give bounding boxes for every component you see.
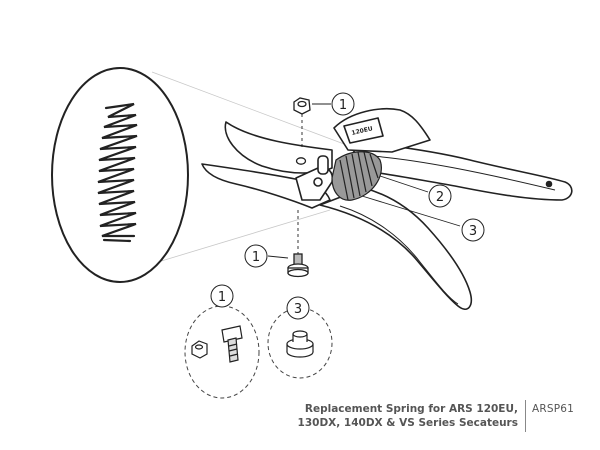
spring-coil-large [97, 102, 138, 243]
caption-line-2: 130DX, 140DX & VS Series Secateurs [297, 417, 518, 429]
bottom-bolt [287, 210, 309, 278]
callout-leaders [267, 103, 461, 259]
caption-line-1: Replacement Spring for ARS 120EU, [304, 403, 518, 415]
detail-screws: 1 [184, 284, 260, 399]
spring-magnified-view [51, 67, 189, 283]
secateurs-illustration [201, 108, 573, 310]
callout-nut-top: 1 [331, 92, 355, 116]
product-code: ARSP61 [532, 403, 575, 415]
upper-handle [343, 139, 573, 201]
magnifier-leader-lines [151, 71, 361, 263]
top-nut [293, 97, 311, 165]
product-caption: Replacement Spring for ARS 120EU, 130DX,… [282, 402, 518, 430]
callout-bolt: 1 [244, 244, 268, 268]
detail-nut [191, 340, 208, 359]
spring-installed [331, 151, 382, 201]
cutting-blade [224, 121, 333, 174]
callout-cushion: 3 [461, 218, 485, 242]
detail-screws-label: 1 [218, 290, 226, 305]
brand-label: 120EU [351, 125, 374, 137]
detail-cushion-label: 3 [294, 302, 302, 317]
lower-jaw [201, 163, 331, 209]
callout-spring-label: 2 [436, 190, 444, 205]
detail-t-bolt [221, 325, 243, 363]
brand-plate [343, 117, 384, 144]
callout-nut-top-label: 1 [339, 98, 347, 113]
cushion-part [286, 330, 314, 358]
caption-divider [525, 400, 526, 432]
callout-cushion-label: 3 [469, 224, 477, 239]
detail-cushion: 3 [267, 296, 333, 379]
callout-bolt-label: 1 [252, 250, 260, 265]
callout-spring: 2 [428, 184, 452, 208]
